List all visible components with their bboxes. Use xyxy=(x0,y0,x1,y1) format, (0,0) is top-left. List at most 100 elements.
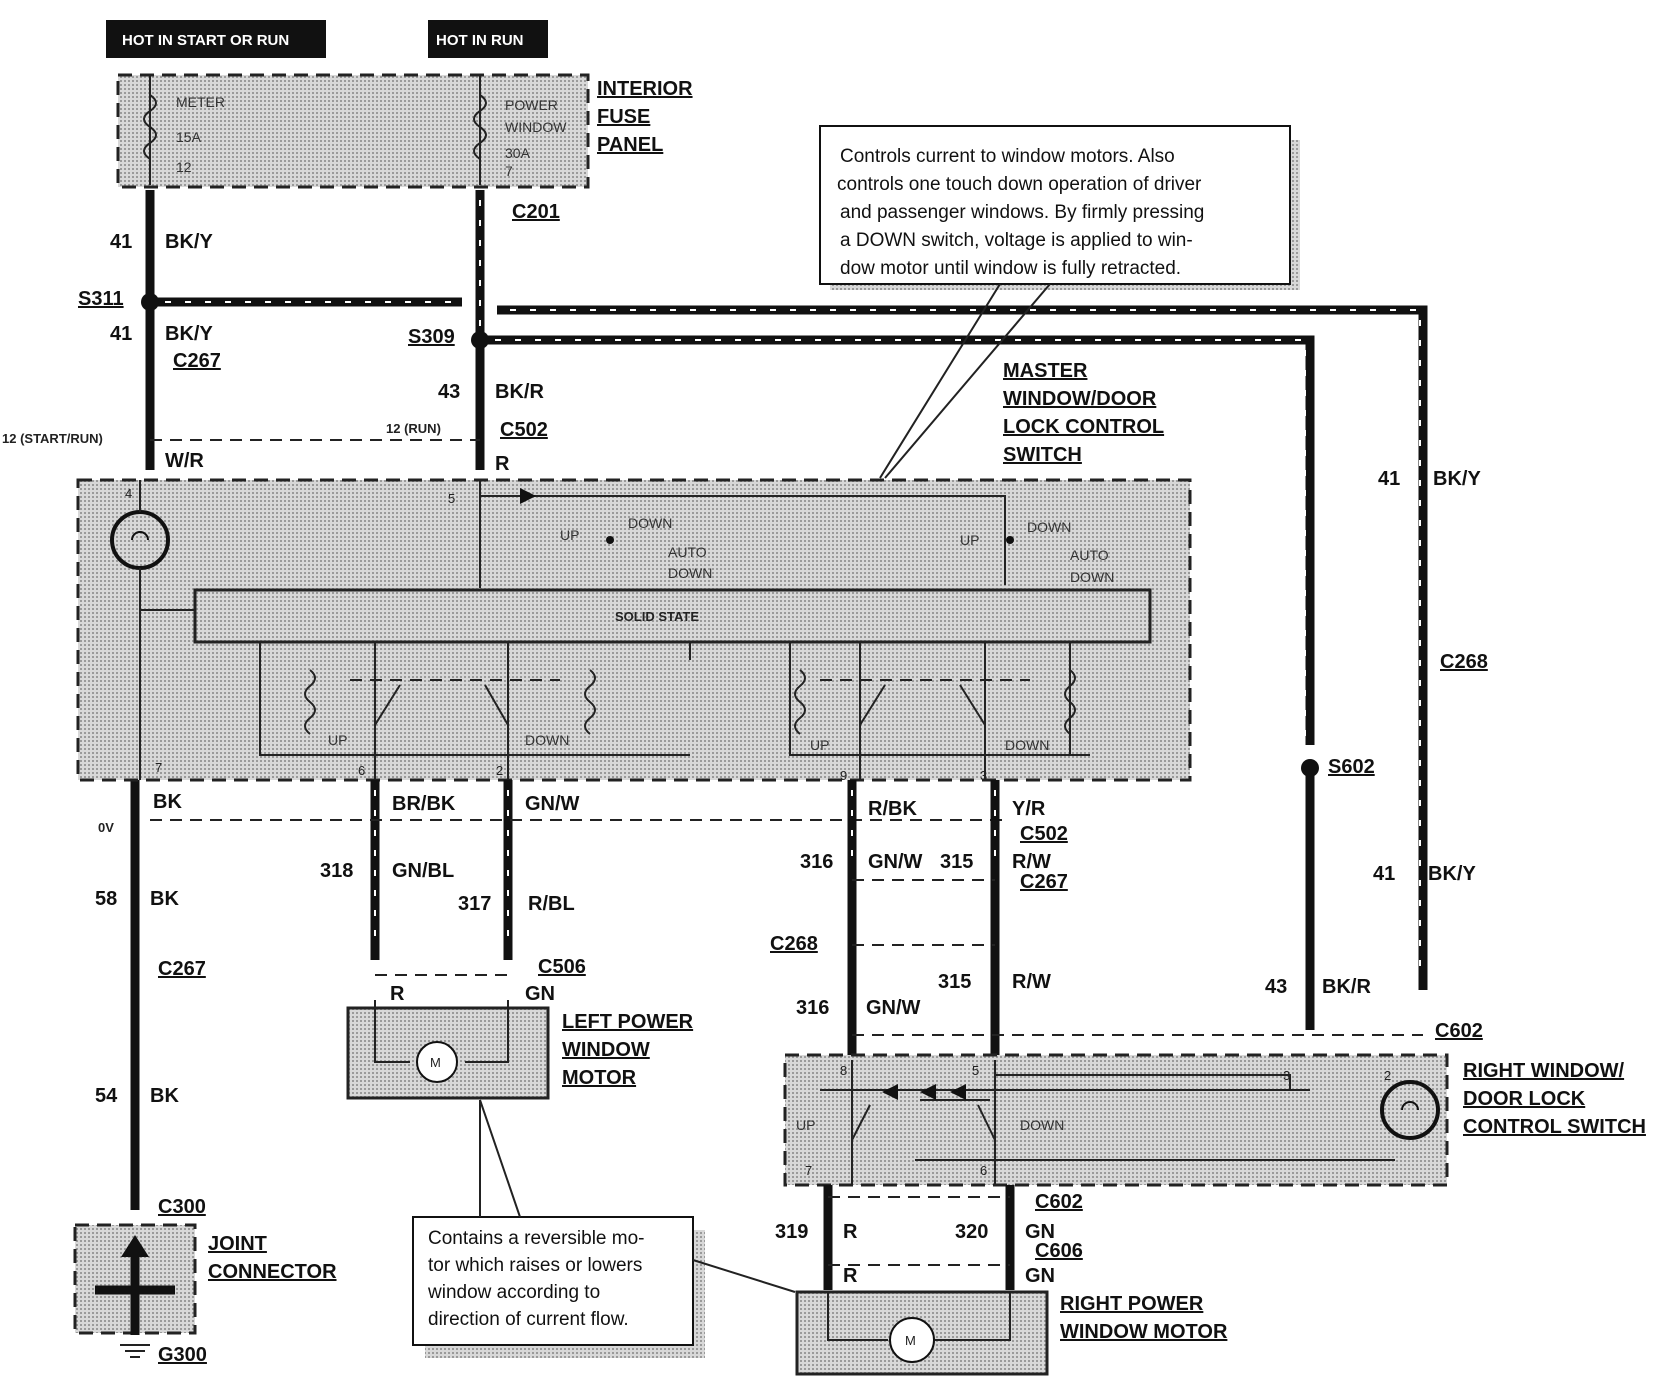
svg-text:WINDOW: WINDOW xyxy=(505,119,567,135)
svg-text:12 (RUN): 12 (RUN) xyxy=(386,421,441,436)
svg-text:3: 3 xyxy=(1283,1068,1290,1083)
svg-text:58: 58 xyxy=(95,888,117,910)
svg-text:2: 2 xyxy=(1384,1068,1391,1083)
svg-text:12 (START/RUN): 12 (START/RUN) xyxy=(2,431,103,446)
svg-text:319: 319 xyxy=(775,1221,808,1243)
svg-text:R/W: R/W xyxy=(1012,971,1051,993)
svg-text:41: 41 xyxy=(110,231,132,253)
right-switch-wires xyxy=(847,780,1000,1060)
svg-text:GN/W: GN/W xyxy=(868,851,923,873)
svg-text:WINDOW: WINDOW xyxy=(562,1039,650,1061)
svg-text:41: 41 xyxy=(110,323,132,345)
svg-text:3: 3 xyxy=(980,768,987,783)
svg-text:controls one touch down operat: controls one touch down operation of dri… xyxy=(837,174,1202,195)
svg-text:7: 7 xyxy=(505,163,513,179)
svg-text:C602: C602 xyxy=(1035,1191,1083,1213)
svg-text:Controls current to window mot: Controls current to window motors. Also xyxy=(840,146,1175,167)
svg-text:M: M xyxy=(905,1333,916,1348)
svg-text:DOWN: DOWN xyxy=(1070,569,1114,585)
feed-wires-top xyxy=(150,297,1428,1030)
svg-text:S311: S311 xyxy=(78,288,124,310)
left-window-motor: M LEFT POWER WINDOW MOTOR xyxy=(346,1000,694,1100)
svg-text:41: 41 xyxy=(1378,468,1400,490)
svg-text:C602: C602 xyxy=(1435,1020,1483,1042)
svg-text:RIGHT POWER: RIGHT POWER xyxy=(1060,1293,1204,1315)
right-window-motor: M RIGHT POWER WINDOW MOTOR xyxy=(795,1290,1228,1376)
svg-text:PANEL: PANEL xyxy=(597,134,663,156)
svg-text:DOWN: DOWN xyxy=(525,732,569,748)
svg-text:LEFT POWER: LEFT POWER xyxy=(562,1011,694,1033)
svg-text:R: R xyxy=(495,453,510,475)
svg-text:316: 316 xyxy=(800,851,833,873)
svg-text:9: 9 xyxy=(840,768,847,783)
right-window-switch: UP DOWN 8 5 3 2 7 6 RIGHT WINDOW/ DOOR L… xyxy=(783,1053,1646,1187)
svg-text:direction of current flow.: direction of current flow. xyxy=(428,1309,629,1330)
svg-text:GN: GN xyxy=(1025,1265,1055,1287)
svg-text:320: 320 xyxy=(955,1221,988,1243)
svg-text:6: 6 xyxy=(980,1163,987,1178)
right-motor-wires xyxy=(823,1185,1015,1290)
svg-text:BK/Y: BK/Y xyxy=(1433,468,1481,490)
svg-text:43: 43 xyxy=(438,381,460,403)
svg-text:BK/Y: BK/Y xyxy=(165,323,213,345)
svg-text:2: 2 xyxy=(496,763,503,778)
note-bottom: Contains a reversible mo- tor which rais… xyxy=(412,1099,796,1358)
s311-splice xyxy=(141,293,159,311)
svg-text:GN/BL: GN/BL xyxy=(392,860,454,882)
svg-text:GN/W: GN/W xyxy=(866,997,921,1019)
svg-text:C267: C267 xyxy=(158,958,206,980)
svg-text:DOWN: DOWN xyxy=(1027,519,1071,535)
svg-text:Contains a reversible mo-: Contains a reversible mo- xyxy=(428,1228,644,1249)
svg-text:WINDOW/DOOR: WINDOW/DOOR xyxy=(1003,388,1157,410)
svg-text:tor which raises or lowers: tor which raises or lowers xyxy=(428,1255,642,1276)
svg-text:BK/R: BK/R xyxy=(1322,976,1371,998)
svg-text:window according to: window according to xyxy=(427,1282,600,1303)
svg-text:BK/Y: BK/Y xyxy=(1428,863,1476,885)
svg-text:a DOWN switch, voltage is appl: a DOWN switch, voltage is applied to win… xyxy=(840,230,1193,251)
svg-text:SWITCH: SWITCH xyxy=(1003,444,1082,466)
svg-text:R: R xyxy=(843,1221,858,1243)
svg-text:43: 43 xyxy=(1265,976,1287,998)
svg-text:BK: BK xyxy=(150,1085,179,1107)
svg-text:0V: 0V xyxy=(98,820,114,835)
note-top: Controls current to window motors. Also … xyxy=(819,125,1300,479)
hot-run-tag: HOT IN RUN xyxy=(428,20,548,58)
svg-text:AUTO: AUTO xyxy=(668,544,707,560)
svg-text:6: 6 xyxy=(358,763,365,778)
svg-text:SOLID STATE: SOLID STATE xyxy=(615,609,699,624)
svg-text:C268: C268 xyxy=(1440,651,1488,673)
svg-text:METER: METER xyxy=(176,94,225,110)
svg-text:HOT IN RUN: HOT IN RUN xyxy=(436,32,524,49)
svg-text:M: M xyxy=(430,1055,441,1070)
svg-text:UP: UP xyxy=(960,532,979,548)
svg-text:JOINT: JOINT xyxy=(208,1233,267,1255)
svg-text:MOTOR: MOTOR xyxy=(562,1067,637,1089)
svg-text:C267: C267 xyxy=(173,350,221,372)
svg-text:R/BL: R/BL xyxy=(528,893,575,915)
svg-text:BR/BK: BR/BK xyxy=(392,793,456,815)
svg-text:BK: BK xyxy=(153,791,182,813)
svg-text:BK/Y: BK/Y xyxy=(165,231,213,253)
svg-text:Y/R: Y/R xyxy=(1012,798,1046,820)
svg-text:15A: 15A xyxy=(176,129,202,145)
svg-text:C502: C502 xyxy=(500,419,548,441)
svg-text:S602: S602 xyxy=(1328,756,1375,778)
s602-splice xyxy=(1301,759,1319,777)
svg-text:C300: C300 xyxy=(158,1196,206,1218)
svg-text:UP: UP xyxy=(796,1117,815,1133)
svg-text:C502: C502 xyxy=(1020,823,1068,845)
svg-text:5: 5 xyxy=(972,1063,979,1078)
svg-text:WINDOW MOTOR: WINDOW MOTOR xyxy=(1060,1321,1228,1343)
svg-text:G300: G300 xyxy=(158,1344,207,1366)
svg-text:C268: C268 xyxy=(770,933,818,955)
svg-text:BK: BK xyxy=(150,888,179,910)
joint-connector: JOINT CONNECTOR G300 xyxy=(73,1223,337,1366)
interior-fuse-panel: METER 15A 12 POWER WINDOW 30A 7 INTERIOR… xyxy=(116,73,693,189)
svg-text:30A: 30A xyxy=(505,145,531,161)
svg-text:4: 4 xyxy=(125,486,132,501)
svg-text:DOWN: DOWN xyxy=(668,565,712,581)
svg-text:316: 316 xyxy=(796,997,829,1019)
svg-text:BK/R: BK/R xyxy=(495,381,544,403)
svg-text:R: R xyxy=(843,1265,858,1287)
svg-text:UP: UP xyxy=(328,732,347,748)
